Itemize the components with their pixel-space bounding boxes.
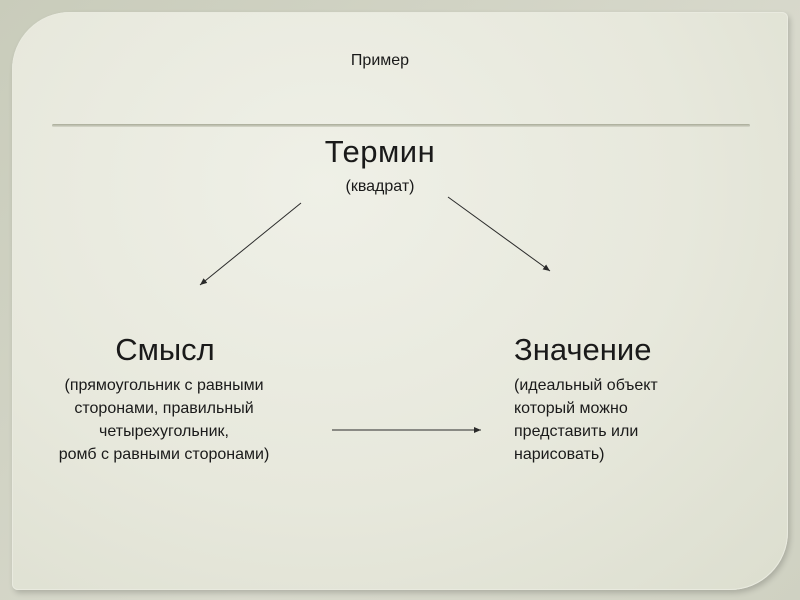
slide-card [12,12,788,590]
meaning-detail: (идеальный объект который можно представ… [514,374,658,466]
meaning-detail-line: представить или [514,423,639,440]
sense-detail: (прямоугольник с равными сторонами, прав… [28,374,300,466]
sense-detail-line: сторонами, правильный [74,400,254,417]
term-detail: (квадрат) [345,178,415,195]
sense-detail-line: (прямоугольник с равными [64,377,264,394]
sense-detail-line: ромб с равными сторонами) [58,446,270,463]
title-divider [52,124,750,127]
meaning-detail-line: который можно [514,400,628,417]
sense-heading: Смысл [115,332,215,367]
meaning-heading: Значение [514,332,652,367]
sense-detail-line: четырехугольник, [99,423,229,440]
meaning-detail-line: нарисовать) [514,446,605,463]
meaning-detail-line: (идеальный объект [514,377,658,394]
example-title: Пример [350,52,410,69]
term-heading: Термин [324,134,436,169]
